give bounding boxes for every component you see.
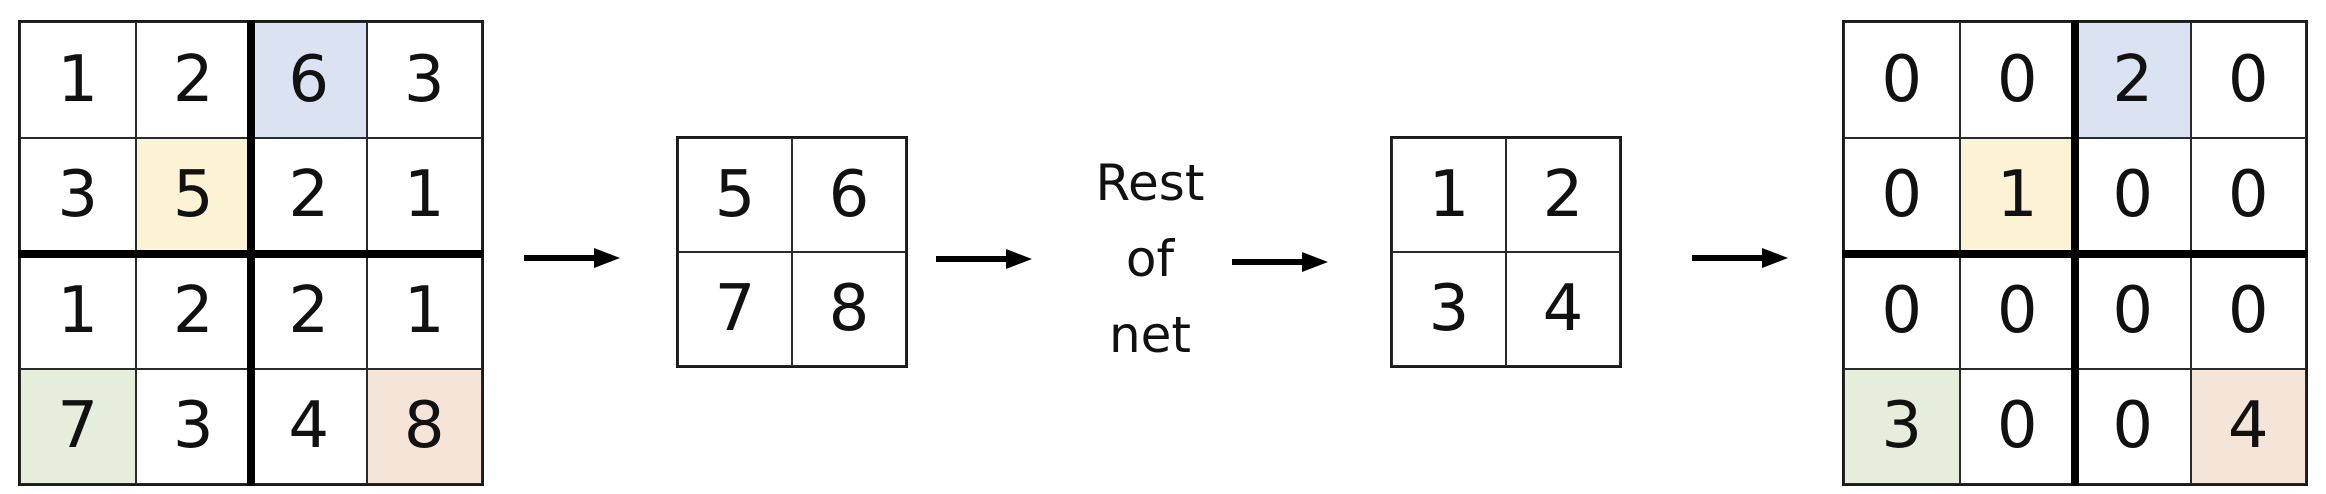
- grid-cell: 3: [366, 22, 482, 138]
- rest-of-net-line2: of: [1125, 230, 1175, 288]
- grid-cell: 1: [1392, 138, 1506, 252]
- grid-cell: 8: [366, 368, 482, 484]
- grid-cell: 3: [1844, 368, 1960, 484]
- grid-cell: 4: [251, 368, 367, 484]
- grid-cell: 4: [1506, 252, 1620, 366]
- rest-of-net-line1: Rest: [1095, 154, 1205, 212]
- grid-cell: 1: [20, 22, 136, 138]
- rest-of-net-line3: net: [1108, 306, 1192, 364]
- grid-cell: 0: [1844, 253, 1960, 369]
- arrow-right-icon: [936, 249, 1032, 269]
- grid-cell: 3: [135, 368, 251, 484]
- grid-cell: 6: [251, 22, 367, 138]
- grid-cell: 5: [678, 138, 792, 252]
- grid-cell: 0: [2075, 368, 2191, 484]
- grid-cell: 7: [678, 252, 792, 366]
- arrow-right-icon: [524, 248, 620, 268]
- grid-cell: 2: [135, 253, 251, 369]
- grid-cell: 2: [135, 22, 251, 138]
- output-grid-horizontal-divider: [1842, 250, 2308, 258]
- grid-cell: 0: [2075, 253, 2191, 369]
- grid-cell: 2: [2075, 22, 2191, 138]
- grid-cell: 1: [366, 253, 482, 369]
- grid-cell: 7: [20, 368, 136, 484]
- grid-cell: 0: [2075, 137, 2191, 253]
- grid-cell: 1: [1959, 137, 2075, 253]
- input-grid-horizontal-divider: [18, 250, 484, 258]
- grid-cell: 3: [1392, 252, 1506, 366]
- arrow-right-icon: [1692, 248, 1788, 268]
- grid-cell: 0: [1959, 22, 2075, 138]
- grid-cell: 2: [251, 253, 367, 369]
- grid-cell: 1: [366, 137, 482, 253]
- grid-cell: 0: [1844, 137, 1960, 253]
- grid-cell: 0: [2190, 22, 2306, 138]
- grid-cell: 6: [792, 138, 906, 252]
- grid-cell: 2: [251, 137, 367, 253]
- arrow-right-icon: [1232, 252, 1328, 272]
- grid-cell: 0: [2190, 137, 2306, 253]
- grid-cell: 4: [2190, 368, 2306, 484]
- grid-cell: 8: [792, 252, 906, 366]
- grid-cell: 0: [1959, 368, 2075, 484]
- grid-cell: 1: [20, 253, 136, 369]
- grid-cell: 0: [1959, 253, 2075, 369]
- rest-of-net-label: Rest of net: [1040, 145, 1260, 373]
- grid-cell: 2: [1506, 138, 1620, 252]
- grid-cell: 0: [2190, 253, 2306, 369]
- grid-cell: 3: [20, 137, 136, 253]
- grid-cell: 0: [1844, 22, 1960, 138]
- grid-cell: 5: [135, 137, 251, 253]
